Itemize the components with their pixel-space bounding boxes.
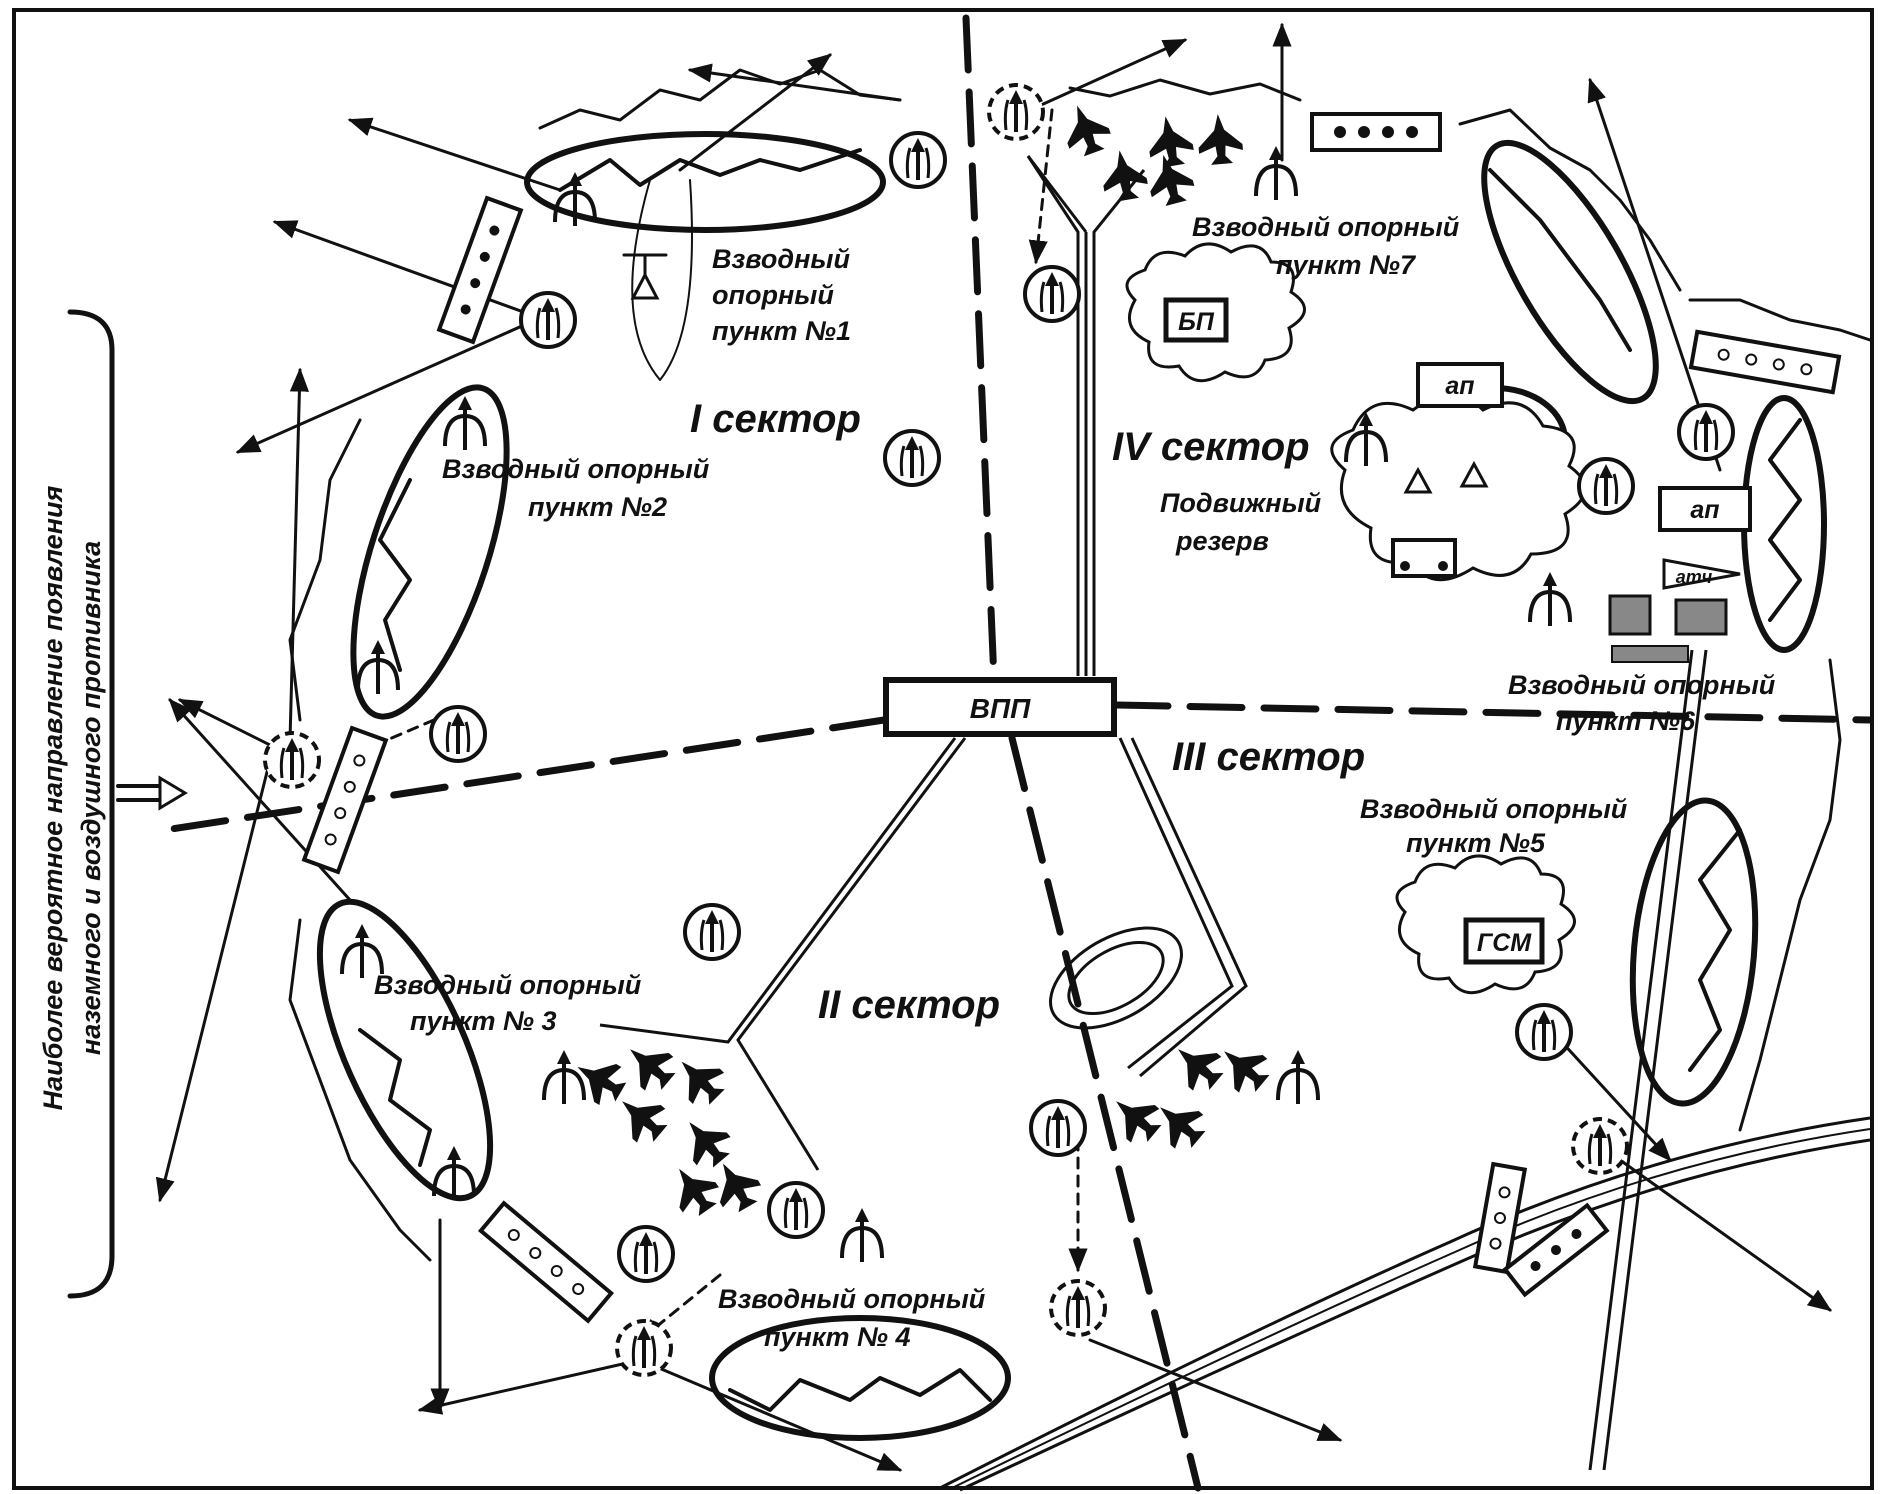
- sector-3-label: III сектор: [1172, 735, 1365, 779]
- rocket-weapon-icon: [889, 131, 947, 189]
- reserve-line2: резерв: [1175, 526, 1269, 556]
- rocket-weapon-icon: [1571, 1117, 1629, 1175]
- observation-post-icon: [443, 394, 487, 452]
- sector-4-label: IV сектор: [1112, 425, 1310, 469]
- enemy-direction-caption: Наиболее вероятное направление появления…: [38, 309, 188, 1299]
- aircraft-icon: [661, 1156, 726, 1223]
- aircraft-icon: [1143, 112, 1196, 170]
- reserve-line1: Подвижный: [1160, 488, 1322, 518]
- p2-line2: пункт №2: [528, 492, 667, 522]
- rocket-weapon-icon: [1029, 1099, 1087, 1157]
- rocket-weapon-icon: [1577, 457, 1635, 515]
- rocket-weapon-icon: [987, 83, 1045, 141]
- p2-line1: Взводный опорный: [442, 454, 710, 484]
- caption-line-2: наземного и воздушного противника: [76, 541, 106, 1055]
- caption-line-1: Наиболее вероятное направление появления: [38, 485, 68, 1110]
- p4-line2: пункт № 4: [764, 1322, 910, 1352]
- sector-labels: I сектор II сектор III сектор IV сектор: [690, 397, 1365, 1027]
- facility-boxes: БП ГСМ ап ап атч: [622, 253, 1752, 965]
- strongpoint-labels: Взводный опорный пункт №1 Взводный опорн…: [374, 212, 1776, 1352]
- aircraft-icon: [1195, 112, 1245, 166]
- gsm-label: ГСМ: [1477, 929, 1532, 957]
- aircraft-icon: [1097, 146, 1150, 204]
- rocket-weapon-icon: [615, 1319, 673, 1377]
- rocket-weapon-icon: [617, 1225, 675, 1283]
- rocket-weapon-icon: [1049, 1279, 1107, 1337]
- aircraft-icon: [1163, 1032, 1231, 1099]
- river: [939, 1116, 1871, 1492]
- sector-boundaries: [161, 14, 1874, 1492]
- aircraft-icon: [1056, 98, 1115, 161]
- ap1-label: ап: [1445, 372, 1474, 400]
- aircraft-icon: [1209, 1034, 1277, 1101]
- rocket-weapon-icon: [883, 429, 941, 487]
- rocket-weapon-icon: [1677, 403, 1735, 461]
- runway: ВПП: [883, 677, 1117, 737]
- p1-line2: опорный: [712, 280, 834, 310]
- observation-post-icon: [1276, 1048, 1320, 1106]
- aircraft-icon: [672, 1107, 739, 1175]
- aircraft-icon: [1145, 1090, 1213, 1157]
- aircraft-icon: [615, 1032, 683, 1099]
- p7-line2: пункт №7: [1276, 250, 1417, 280]
- sector-2-label: II сектор: [818, 983, 1000, 1027]
- p3-line2: пункт № 3: [410, 1006, 556, 1036]
- p1-line1: Взводный: [712, 244, 850, 274]
- aircraft-icon: [566, 1047, 632, 1112]
- bp-label: БП: [1178, 308, 1215, 336]
- p4-line1: Взводный опорный: [718, 1284, 986, 1314]
- p6-line2: пункт №6: [1556, 706, 1696, 736]
- p5-line2: пункт №5: [1406, 828, 1546, 858]
- aircraft-icon: [666, 1046, 733, 1113]
- rocket-weapon-icon: [1023, 265, 1081, 323]
- rocket-weapon-icon: [429, 705, 487, 763]
- atch-label: атч: [1676, 567, 1713, 587]
- rocket-weapon-icon: [1515, 1003, 1573, 1061]
- fire-direction-arrows: [155, 22, 1832, 1472]
- barbed-wire: [288, 68, 1872, 1262]
- runway-label: ВПП: [970, 693, 1031, 724]
- rocket-weapon-icon: [683, 903, 741, 961]
- observation-post-icon: [542, 1048, 586, 1106]
- launcher-strips: [301, 112, 1842, 1324]
- observation-post-icon: [840, 1206, 884, 1264]
- p3-line1: Взводный опорный: [374, 970, 642, 1000]
- p1-line3: пункт №1: [712, 316, 851, 346]
- p6-line1: Взводный опорный: [1508, 670, 1776, 700]
- ap2-label: ап: [1690, 496, 1719, 524]
- p7-line1: Взводный опорный: [1192, 212, 1460, 242]
- cover-zones: [1125, 242, 1587, 995]
- p5-line1: Взводный опорный: [1360, 794, 1628, 824]
- observation-post-icon: [1528, 570, 1572, 628]
- rocket-weapon-icon: [519, 291, 577, 349]
- rocket-weapon-icon: [263, 731, 321, 789]
- observation-post-icon: [1254, 144, 1298, 202]
- sector-1-label: I сектор: [690, 397, 861, 441]
- rocket-weapon-icon: [767, 1181, 825, 1239]
